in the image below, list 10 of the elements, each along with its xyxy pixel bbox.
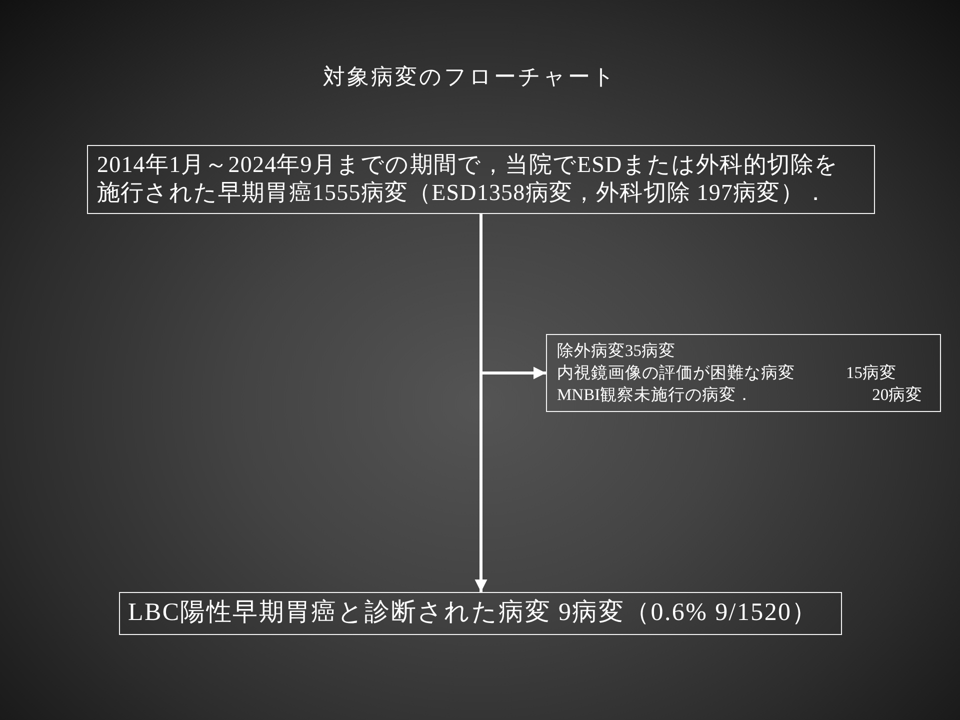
box-heading: 除外病変35病変 bbox=[557, 340, 676, 362]
flow-box bbox=[87, 145, 875, 214]
box-text: 2014年1月～2024年9月までの期間で，当院でESDまたは外科的切除を施行された早期胃癌1555病変（ESD1358病変，外科切除 197病変）． bbox=[97, 151, 840, 207]
title: 対象病変のフローチャート bbox=[322, 63, 618, 91]
box-text: 内視鏡画像の評価が困難な病変 15病変 bbox=[557, 362, 898, 384]
exclusion-box bbox=[546, 334, 941, 412]
box-text: MNBI観察未施行の病変． 20病変 bbox=[557, 384, 924, 406]
arrow bbox=[480, 214, 546, 380]
result-box bbox=[119, 592, 842, 635]
box-text: LBC陽性早期胃癌と診断された病変 9病変（0.6% 9/1520） bbox=[128, 598, 819, 628]
